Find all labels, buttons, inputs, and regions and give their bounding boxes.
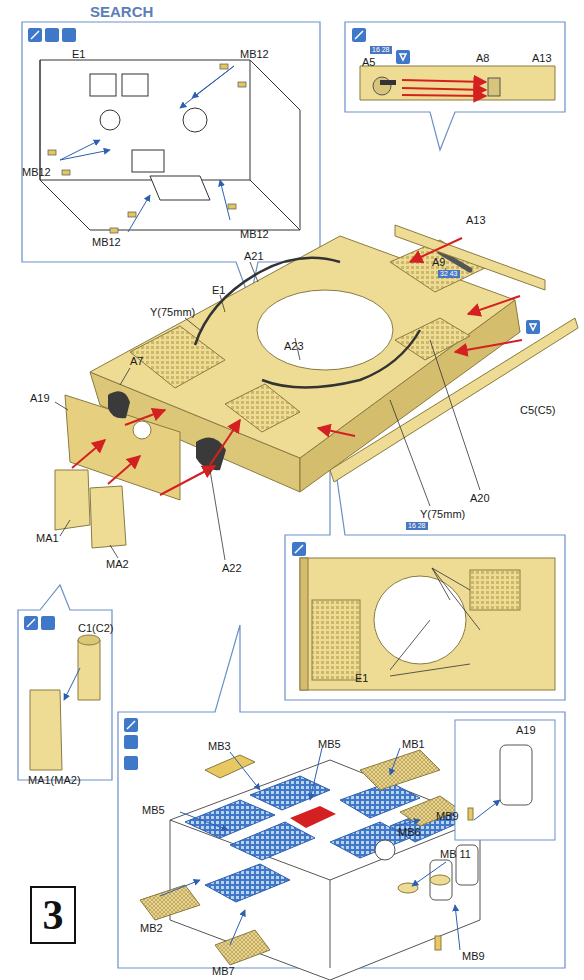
part-number: MB12 [240,228,269,240]
part-number: A5 [362,56,375,68]
part-number: A19 [30,392,50,404]
paint-code: 16 28 [406,522,428,530]
part-number: C1(C2) [78,622,113,634]
part-number: A22 [222,562,242,574]
part-number: MB12 [92,236,121,248]
part-number: MA1 [36,532,59,544]
part-number: MB9 [436,810,459,822]
part-number: A19 [516,724,536,736]
part-number: MA1(MA2) [28,774,81,786]
part-number: E1 [355,672,368,684]
part-number: MB1 [402,738,425,750]
part-number: MB3 [208,740,231,752]
part-number: MB5 [318,738,341,750]
part-number: Y(75mm) [150,306,195,318]
part-number: MB12 [240,48,269,60]
step-number: 3 [43,894,64,936]
part-number: MB6 [398,826,421,838]
part-number: A8 [476,52,489,64]
part-number: MB9 [462,950,485,962]
part-number: MB2 [140,922,163,934]
part-number: A21 [244,250,264,262]
part-number: E1 [72,48,85,60]
part-number: A20 [470,492,490,504]
part-number: A7 [130,355,143,367]
paint-code: 32 43 [438,270,460,278]
part-number: A23 [284,340,304,352]
step-number-box: 3 [30,886,76,944]
part-number: C5(C5) [520,404,555,416]
part-number: MB12 [22,166,51,178]
part-number: A13 [532,52,552,64]
part-number: MB5 [142,804,165,816]
part-number: MB 11 [440,848,471,860]
part-number: A9 [432,256,445,268]
part-number: MB7 [212,965,235,977]
part-number: MA2 [106,558,129,570]
paint-code: 16 28 [370,46,392,54]
part-number: A13 [466,214,486,226]
watermark: SEARCH [90,4,153,21]
part-number: E1 [212,284,225,296]
part-number: Y(75mm) [420,508,465,520]
